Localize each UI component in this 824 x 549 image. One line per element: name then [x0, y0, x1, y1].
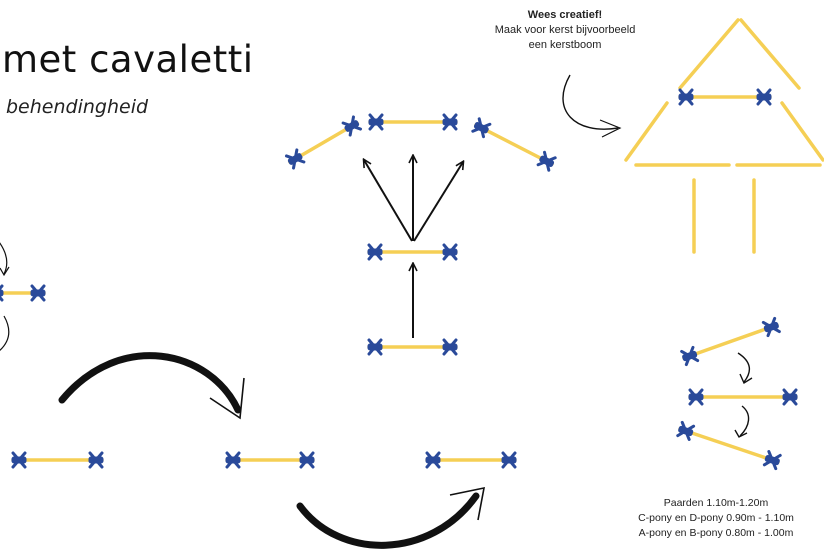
- pole-bottom-left-block-end: [88, 451, 104, 469]
- tree-lower-left-edge: [624, 101, 669, 162]
- pole-bottom-right-block-start: [425, 451, 441, 469]
- arrow-fan-left: [364, 160, 413, 242]
- zigzag-pole-middle-block-end: [782, 388, 798, 406]
- zigzag-arrow-1: [737, 352, 751, 383]
- curved-arrow-top-head: [209, 377, 245, 420]
- pole-top-right-block-start: [471, 117, 492, 139]
- pole-top-left-block-start: [284, 148, 306, 170]
- callout-arrow: [562, 74, 619, 130]
- pole-bottom-middle-block-end: [299, 451, 315, 469]
- pole-top-left-block-end: [341, 115, 363, 137]
- pole-top-center-block-end: [442, 113, 458, 131]
- callout-line-2: een kerstboom: [528, 39, 602, 51]
- zigzag-pole-bottom-block-start: [676, 420, 696, 441]
- zigzag-arrow-2-head: [734, 429, 748, 438]
- zigzag-arrow-2: [739, 405, 750, 437]
- tree-top-right-edge: [739, 18, 801, 90]
- pole-bottom-right-block-end: [501, 451, 517, 469]
- callout-text: Wees creatief! Maak voor kerst bijvoorbe…: [467, 8, 663, 53]
- callout-heading: Wees creatief!: [527, 9, 603, 21]
- pole-lower-block-start: [367, 338, 383, 356]
- pole-left-edge-block-end: [30, 284, 46, 302]
- pole-top-center-block-start: [368, 113, 384, 131]
- tree-crossbar-block-end: [756, 88, 772, 106]
- curved-arrow-bottom-head: [449, 486, 486, 521]
- zigzag-pole-bottom-block-end: [762, 450, 782, 471]
- zigzag-pole-top-block-start: [680, 345, 700, 367]
- height-ab-pony: A-pony en B-pony 0.80m - 1.00m: [638, 527, 794, 539]
- zigzag-pole-middle-block-start: [688, 388, 704, 406]
- pole-top-right-block-end: [536, 150, 557, 172]
- height-guidelines: Paarden 1.10m-1.20m C-pony en D-pony 0.9…: [596, 496, 824, 541]
- left-edge-arrow-bottom: [0, 315, 10, 351]
- pole-left-edge-block-start: [0, 284, 4, 302]
- callout-line-1: Maak voor kerst bijvoorbeeld: [494, 24, 636, 36]
- curved-arrow-bottom: [296, 492, 480, 549]
- height-cd-pony: C-pony en D-pony 0.90m - 1.10m: [638, 512, 794, 524]
- arrow-fan-right: [413, 162, 463, 242]
- pole-bottom-left-block-start: [11, 451, 27, 469]
- pole-bottom-middle-block-start: [225, 451, 241, 469]
- pole-middle-block-start: [367, 243, 383, 261]
- poles-layer: [0, 18, 824, 471]
- callout-arrow-head: [599, 119, 622, 138]
- page-title: met cavaletti: [2, 38, 254, 81]
- left-edge-arrow-top-head: [0, 266, 10, 277]
- tree-crossbar-block-start: [678, 88, 694, 106]
- tree-lower-right-edge: [780, 101, 824, 162]
- zigzag-pole-top: [682, 323, 779, 360]
- pole-top-right: [474, 123, 554, 166]
- pole-middle-block-end: [442, 243, 458, 261]
- curved-arrow-top: [58, 352, 242, 414]
- zigzag-arrow-1-head: [739, 373, 753, 385]
- left-edge-arrow-top: [0, 242, 8, 275]
- page-subtitle: behendingheid: [6, 96, 149, 118]
- height-horses: Paarden 1.10m-1.20m: [663, 497, 769, 509]
- zigzag-pole-bottom: [678, 427, 780, 464]
- pole-lower-block-end: [442, 338, 458, 356]
- tree-top-left-edge: [678, 18, 740, 90]
- zigzag-pole-top-block-end: [761, 316, 781, 338]
